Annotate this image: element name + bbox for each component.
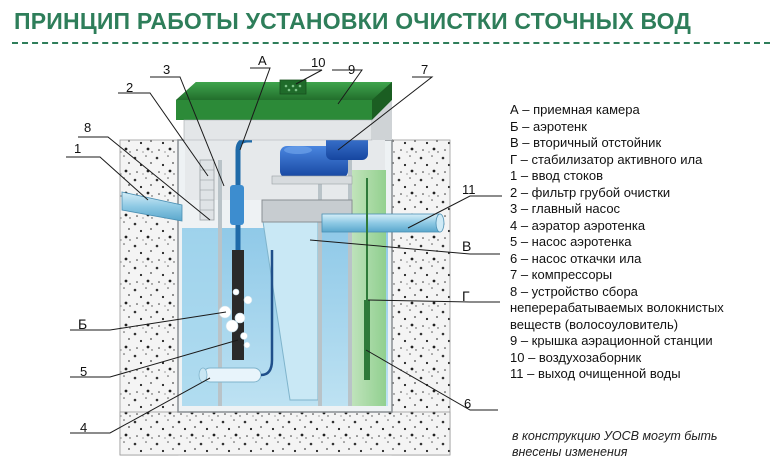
legend-item-2: 2 – фильтр грубой очистки <box>510 185 775 202</box>
coarse-filter <box>200 160 214 220</box>
legend-item-8: 8 – устройство сбора <box>510 284 775 301</box>
legend-item-g: Г – стабилизатор активного ила <box>510 152 775 169</box>
callout-b: Б <box>78 316 87 332</box>
disclaimer-line-1: в конструкцию УОСВ могут быть <box>512 428 772 444</box>
legend-item-5: 5 – насос аэротенка <box>510 234 775 251</box>
legend-item-10: 10 – воздухозаборник <box>510 350 775 367</box>
legend-item-v: В – вторичный отстойник <box>510 135 775 152</box>
callout-v: В <box>462 238 471 254</box>
callout-g: Г <box>462 288 470 304</box>
legend-item-7: 7 – компрессоры <box>510 267 775 284</box>
callout-8: 8 <box>84 120 91 135</box>
legend-item-a: А – приемная камера <box>510 102 775 119</box>
callout-10: 10 <box>311 55 325 70</box>
air-intake-icon <box>280 80 306 94</box>
legend-item-4: 4 – аэратор аэротенка <box>510 218 775 235</box>
outlet-pipe <box>322 214 444 232</box>
legend-item-1: 1 – ввод стоков <box>510 168 775 185</box>
callout-11: 11 <box>462 182 476 197</box>
disclaimer-note: в конструкцию УОСВ могут быть внесены из… <box>512 428 772 460</box>
legend-item-6: 6 – насос откачки ила <box>510 251 775 268</box>
legend-item-9: 9 – крышка аэрационной станции <box>510 333 775 350</box>
legend-item-b: Б – аэротенк <box>510 119 775 136</box>
disclaimer-line-2: внесены изменения <box>512 444 772 460</box>
callout-7: 7 <box>421 62 428 77</box>
callout-3: 3 <box>163 62 170 77</box>
callout-4: 4 <box>80 420 87 435</box>
callout-9: 9 <box>348 62 355 77</box>
legend-item-8-cont2: веществ (волосоуловитель) <box>510 317 775 334</box>
callout-6: 6 <box>464 396 471 411</box>
legend-item-8-cont1: неперерабатываемых волокнистых <box>510 300 775 317</box>
callout-5: 5 <box>80 364 87 379</box>
legend-item-3: 3 – главный насос <box>510 201 775 218</box>
callout-a: А <box>258 53 267 68</box>
legend-item-11: 11 – выход очищенной воды <box>510 366 775 383</box>
callout-1: 1 <box>74 141 81 156</box>
callout-2: 2 <box>126 80 133 95</box>
legend: А – приемная камера Б – аэротенк В – вто… <box>510 102 775 383</box>
